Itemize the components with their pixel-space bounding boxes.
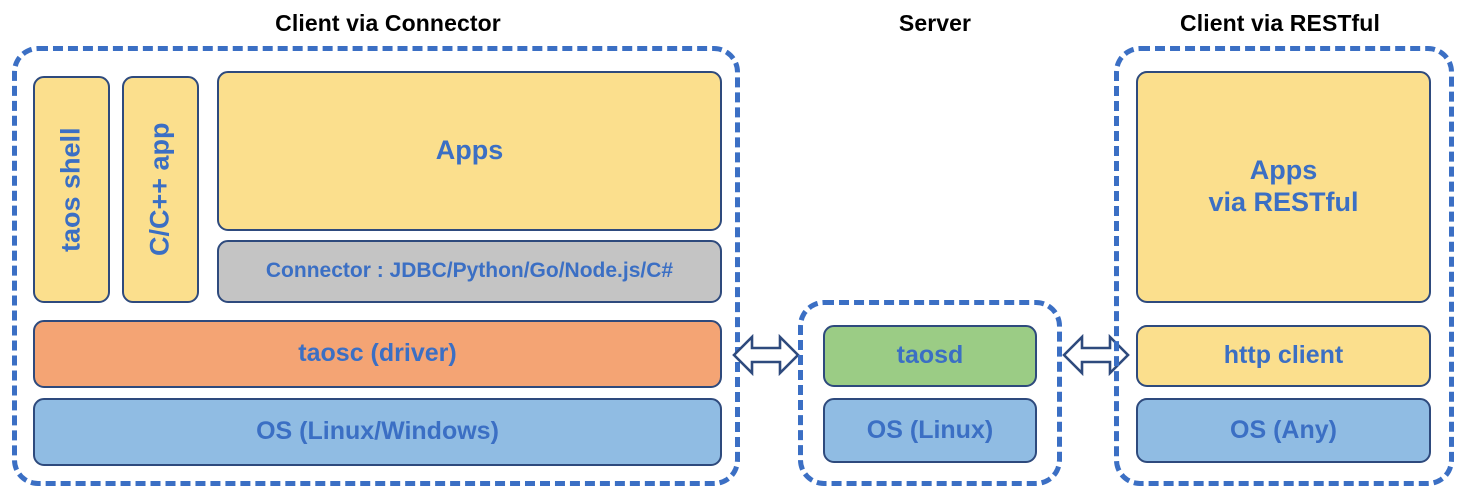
- group-client-connector: [12, 46, 740, 486]
- node-taos-shell[interactable]: taos shell: [33, 76, 110, 303]
- node-connector[interactable]: Connector : JDBC/Python/Go/Node.js/C#: [217, 240, 722, 303]
- group-client-restful: [1114, 46, 1454, 486]
- node-os-linux[interactable]: OS (Linux): [823, 398, 1037, 463]
- node-apps-connector[interactable]: Apps: [217, 71, 722, 231]
- node-os-linux-windows[interactable]: OS (Linux/Windows): [33, 398, 722, 466]
- node-os-any[interactable]: OS (Any): [1136, 398, 1431, 463]
- group-title-client-restful: Client via RESTful: [1180, 10, 1380, 36]
- node-http-client[interactable]: http client: [1136, 325, 1431, 387]
- double-headed-arrow-icon-left: [732, 330, 800, 380]
- double-headed-arrow-icon-right: [1062, 330, 1130, 380]
- node-apps-via-restful[interactable]: Apps via RESTful: [1136, 71, 1431, 303]
- node-taosd[interactable]: taosd: [823, 325, 1037, 387]
- group-title-client-connector: Client via Connector: [275, 10, 501, 36]
- node-taosc-driver[interactable]: taosc (driver): [33, 320, 722, 388]
- node-apps-via-restful-line2: via RESTful: [1208, 187, 1359, 217]
- node-apps-via-restful-line1: Apps: [1249, 155, 1318, 186]
- group-title-server: Server: [898, 10, 972, 36]
- node-c-cpp-app[interactable]: C/C++ app: [122, 76, 199, 303]
- group-server: [798, 300, 1062, 486]
